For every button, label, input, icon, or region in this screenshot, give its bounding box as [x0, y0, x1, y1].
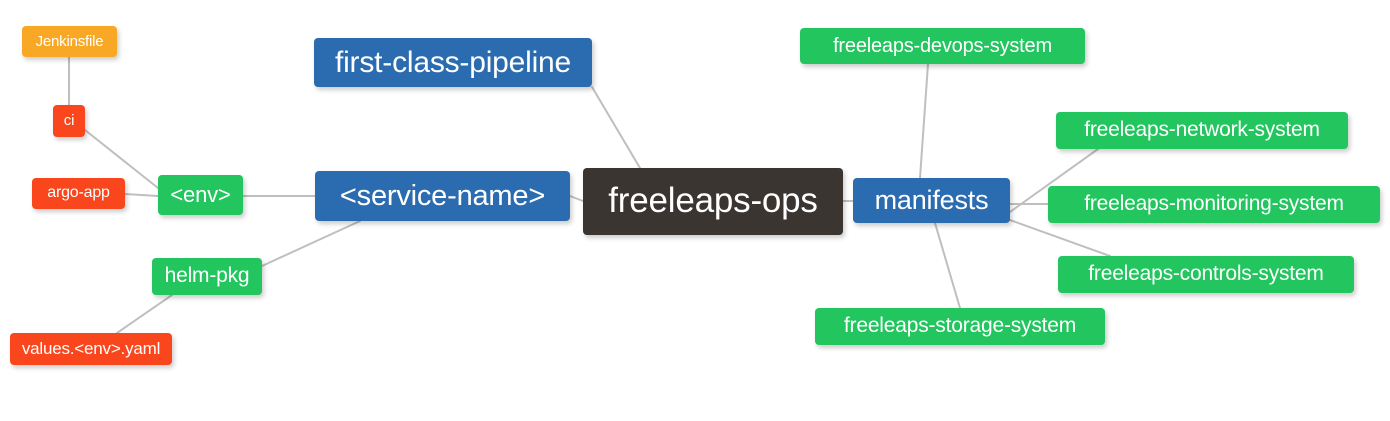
node-label-ci: ci [63, 112, 75, 130]
edge-helm-pkg-to-values-env-yaml [116, 294, 173, 334]
node-freeleaps-ops[interactable]: freeleaps-ops [583, 168, 843, 235]
node-argo-app[interactable]: argo-app [32, 178, 125, 209]
edge-manifests-to-freeleaps-controls-system [1009, 219, 1111, 257]
node-label-freeleaps-devops-system: freeleaps-devops-system [833, 34, 1052, 57]
node-label-first-class-pipeline: first-class-pipeline [334, 45, 572, 79]
node-label-manifests: manifests [874, 185, 989, 216]
node-env[interactable]: <env> [158, 175, 243, 215]
node-label-freeleaps-network-system: freeleaps-network-system [1084, 118, 1320, 142]
node-label-argo-app: argo-app [47, 184, 110, 202]
node-service-name[interactable]: <service-name> [315, 171, 570, 221]
node-freeleaps-devops-system[interactable]: freeleaps-devops-system [800, 28, 1085, 64]
node-jenkinsfile[interactable]: Jenkinsfile [22, 26, 117, 57]
edge-service-name-to-helm-pkg [261, 220, 361, 267]
node-first-class-pipeline[interactable]: first-class-pipeline [314, 38, 592, 87]
node-ci[interactable]: ci [53, 105, 85, 137]
node-label-freeleaps-storage-system: freeleaps-storage-system [843, 314, 1077, 338]
node-label-values-env-yaml: values.<env>.yaml [21, 339, 161, 359]
node-helm-pkg[interactable]: helm-pkg [152, 258, 262, 295]
node-label-freeleaps-ops: freeleaps-ops [608, 181, 818, 221]
edge-env-to-argo-app [124, 193, 159, 197]
node-label-helm-pkg: helm-pkg [164, 264, 250, 288]
edge-freeleaps-ops-to-service-name [569, 195, 584, 202]
node-freeleaps-storage-system[interactable]: freeleaps-storage-system [815, 308, 1105, 345]
node-manifests[interactable]: manifests [853, 178, 1010, 223]
node-label-freeleaps-controls-system: freeleaps-controls-system [1088, 262, 1324, 286]
edge-manifests-to-freeleaps-devops-system [919, 63, 929, 179]
node-values-env-yaml[interactable]: values.<env>.yaml [10, 333, 172, 365]
node-label-jenkinsfile: Jenkinsfile [35, 32, 104, 50]
edge-freeleaps-ops-to-first-class-pipeline [591, 86, 641, 169]
node-label-service-name: <service-name> [339, 179, 546, 212]
node-freeleaps-monitoring-system[interactable]: freeleaps-monitoring-system [1048, 186, 1380, 223]
edge-manifests-to-freeleaps-storage-system [934, 222, 961, 309]
node-label-env: <env> [170, 182, 231, 208]
node-freeleaps-network-system[interactable]: freeleaps-network-system [1056, 112, 1348, 149]
node-freeleaps-controls-system[interactable]: freeleaps-controls-system [1058, 256, 1354, 293]
node-label-freeleaps-monitoring-system: freeleaps-monitoring-system [1084, 192, 1344, 216]
